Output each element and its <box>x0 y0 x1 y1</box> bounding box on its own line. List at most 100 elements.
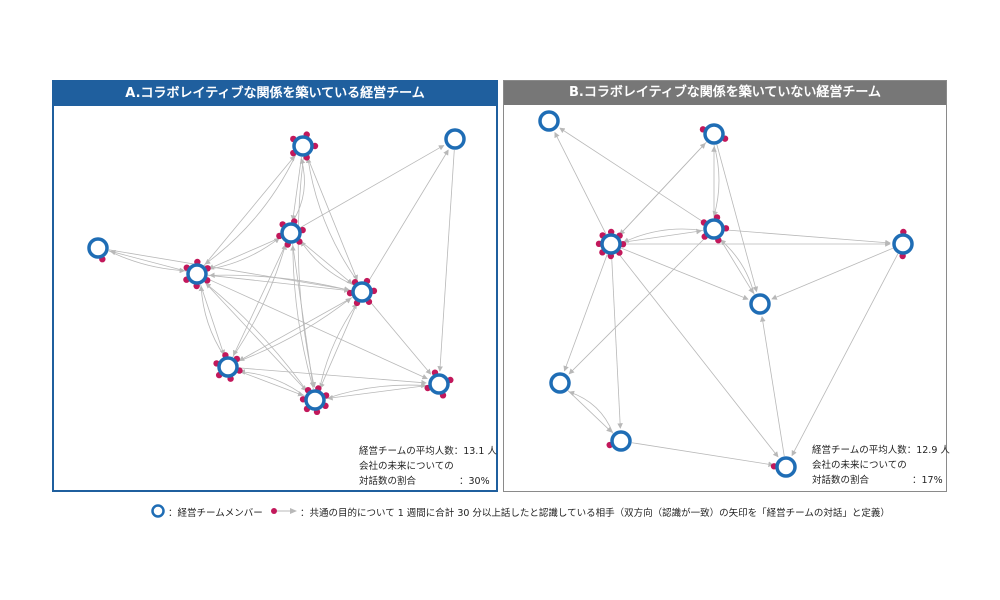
dialogue-arrow <box>207 274 350 293</box>
panel-a-stats: 経営チームの平均人数：13.1 人 会社の未来についての 対話数の割合 ：30% <box>359 444 497 489</box>
member-ring <box>217 356 239 378</box>
edges-layer <box>554 127 899 467</box>
dialogue-arrow <box>568 390 614 434</box>
member-ring <box>351 281 373 303</box>
member-node <box>183 258 211 290</box>
member-ring <box>703 218 725 240</box>
member-node <box>424 369 454 399</box>
member-ring <box>304 389 326 411</box>
member-ring <box>428 373 450 395</box>
legend-member-label: ：経営チームメンバー <box>168 508 263 519</box>
dialogue-arrow <box>771 247 894 300</box>
dialogue-arrow <box>437 149 455 372</box>
ratio-label-line1: 会社の未来についての <box>812 460 907 471</box>
dialogue-arrow <box>621 228 702 243</box>
dialogue-arrow <box>318 303 358 390</box>
member-node <box>276 218 306 248</box>
dialogue-arrow <box>300 145 445 228</box>
dialogue-arrow <box>238 297 353 362</box>
member-node <box>606 430 632 452</box>
member-ring <box>444 128 466 150</box>
dialogue-arrow <box>108 249 350 292</box>
network-graph-b <box>538 110 914 478</box>
dialogue-arrow <box>623 228 704 243</box>
edges-layer <box>108 145 455 401</box>
member-node <box>595 228 627 260</box>
panel-b-stats: 経営チームの平均人数：12.9 人 会社の未来についての 対話数の割合 ：17% <box>812 443 950 488</box>
dialogue-arrow <box>238 367 427 386</box>
dialogue-arrow <box>109 249 187 272</box>
dialogue-arrow <box>209 272 352 292</box>
dialogue-arrow <box>325 382 427 399</box>
member-ring <box>749 293 771 315</box>
legend-arrow-label: ：共通の目的について 1 週間に合計 30 分以上話したと認識している相手（双方… <box>300 508 890 519</box>
member-node <box>699 123 729 145</box>
dialogue-arrow <box>198 285 225 357</box>
dialogue-arrow <box>208 237 282 270</box>
dialogue-arrow <box>368 300 432 375</box>
panel-b: B.コラボレイティブな関係を築いていない経営チーム 経営チームの平均人数：12.… <box>503 80 950 492</box>
member-ring <box>280 222 302 244</box>
member-node <box>444 128 466 150</box>
dialogue-arrow <box>611 254 623 429</box>
dialogue-arrow <box>617 252 779 458</box>
member-ring <box>703 123 725 145</box>
ratio-label-line2: 対話数の割合 <box>812 475 870 486</box>
dialogue-arrow <box>203 155 296 266</box>
dialogue-arrow <box>297 156 317 388</box>
dialogue-arrow <box>290 245 314 390</box>
member-ring <box>87 237 109 259</box>
dialogue-arrow <box>204 154 297 265</box>
dialogue-arrow <box>367 149 449 283</box>
member-node <box>770 456 797 478</box>
dialogue-arrow <box>567 390 613 433</box>
dialogue-arrow <box>305 157 359 283</box>
dialogue-arrow <box>204 281 307 392</box>
member-ring <box>892 233 914 255</box>
dialogue-arrow <box>299 239 353 285</box>
dialogue-arrow <box>239 369 305 397</box>
avg-members-text: 経営チームの平均人数：12.9 人 <box>812 445 950 456</box>
dialogue-arrow <box>568 236 707 375</box>
dialogue-arrow <box>724 229 891 246</box>
dialogue-arrow <box>108 250 186 274</box>
dialogue-arrow <box>327 385 429 401</box>
ratio-row: 対話数の割合 ：30% <box>359 474 497 489</box>
avg-members-text: 経営チームの平均人数：13.1 人 <box>359 446 497 457</box>
ratio-label-line2: 対話数の割合 <box>359 476 417 487</box>
dialogue-arrow <box>205 282 308 393</box>
member-ring <box>292 135 314 157</box>
dialogue-arrow <box>290 156 302 221</box>
dialogue-arrow <box>791 253 899 457</box>
dialogue-arrow <box>712 144 720 217</box>
member-node <box>892 228 914 260</box>
member-node <box>87 237 109 263</box>
member-node <box>549 372 571 394</box>
dialogue-arrow <box>631 442 774 467</box>
ratio-row: 対話数の割合 ：17% <box>812 473 950 488</box>
member-ring <box>549 372 571 394</box>
dialogue-arrow <box>760 316 785 457</box>
member-node <box>299 385 330 416</box>
network-graph-a <box>87 128 466 416</box>
dialogue-arrow <box>720 239 755 295</box>
dialogue-arrow <box>619 141 707 236</box>
dialogue-arrow <box>559 127 706 224</box>
dialogue-arrow <box>300 240 354 286</box>
member-node <box>346 277 378 307</box>
member-ring <box>186 263 208 285</box>
member-ring <box>610 430 632 452</box>
ratio-value: ：17% <box>912 475 943 486</box>
dialogue-arrow <box>232 243 287 358</box>
dialogue-arrow <box>319 301 358 389</box>
dialogue-arrow <box>237 297 352 363</box>
ratio-label-line1: 会社の未来についての <box>359 461 454 472</box>
dialogue-arrow <box>233 242 287 356</box>
arrow-icon <box>271 508 297 514</box>
dialogue-arrow <box>200 284 226 356</box>
member-node <box>538 110 560 132</box>
member-ring <box>600 233 622 255</box>
panel-a: A.コラボレイティブな関係を築いている経営チーム 経営チームの平均人数：13.1… <box>52 80 498 492</box>
panel-b-title: B.コラボレイティブな関係を築いていない経営チーム <box>504 81 946 105</box>
dialogue-arrow <box>206 278 428 380</box>
